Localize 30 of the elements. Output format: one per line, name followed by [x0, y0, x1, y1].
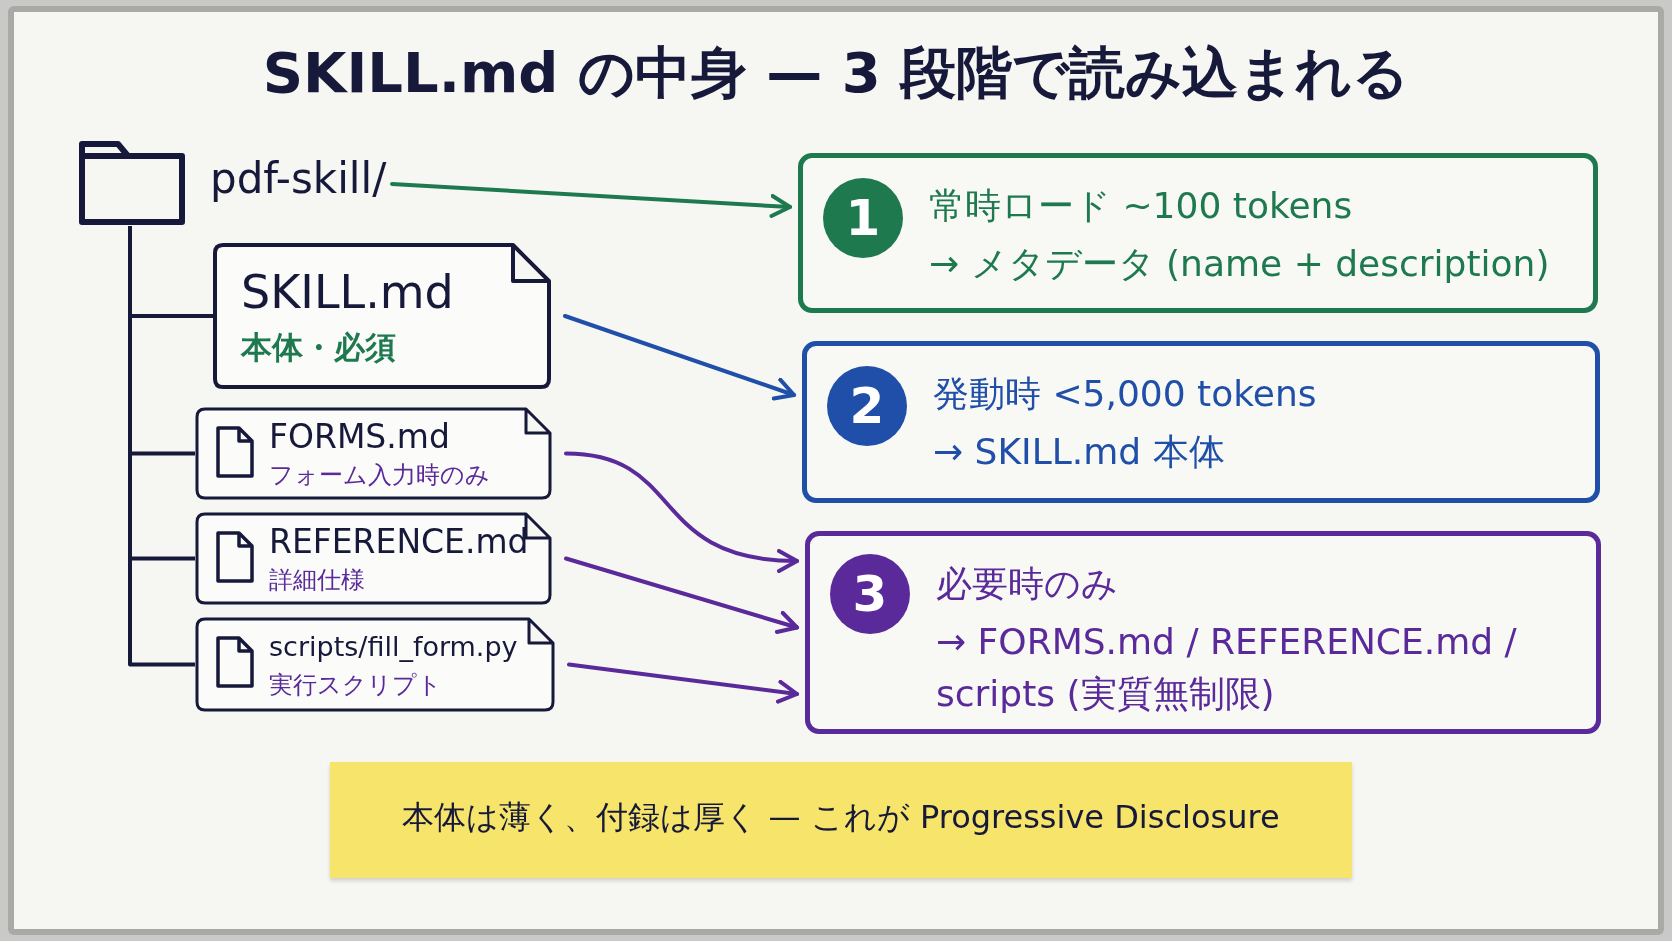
- file-note: 実行スクリプト: [269, 670, 442, 701]
- folder-name: pdf-skill/: [210, 154, 387, 203]
- arrow: [564, 556, 799, 634]
- file-note: 本体・必須: [241, 328, 396, 367]
- number-badge: 1: [823, 178, 903, 258]
- note-text: 本体は薄く、付録は厚く — これが Progressive Disclosure: [401, 797, 1281, 838]
- stage-heading: 必要時のみ: [936, 562, 1119, 606]
- file-name: scripts/fill_form.py: [269, 631, 518, 662]
- file-note: 詳細仕様: [269, 565, 365, 596]
- number-badge: 3: [830, 554, 910, 634]
- stage-detail: → メタデータ (name + description): [929, 242, 1551, 286]
- stage-detail: → SKILL.md 本体: [933, 430, 1226, 474]
- stage-heading: 常時ロード ~100 tokens: [929, 184, 1354, 228]
- stage-detail: → FORMS.md / REFERENCE.md / scripts (実質無制限): [936, 620, 1518, 716]
- title: SKILL.md の中身 — 3 段階で読み込まれる: [261, 39, 1411, 107]
- arrow: [564, 451, 799, 572]
- file-name: REFERENCE.md: [269, 522, 529, 561]
- tree-line: [128, 226, 195, 667]
- file-note: フォーム入力時のみ: [269, 460, 490, 491]
- number-badge: 2: [827, 366, 907, 446]
- arrow: [390, 182, 792, 218]
- stage-box: [798, 153, 1598, 313]
- stage-box: [802, 341, 1600, 503]
- stage-box: [805, 531, 1601, 734]
- sticky-note: [330, 762, 1352, 878]
- file-name: SKILL.md: [241, 265, 454, 319]
- stage-heading: 発動時 <5,000 tokens: [933, 372, 1318, 416]
- file-name: FORMS.md: [269, 417, 450, 456]
- arrow: [563, 314, 796, 401]
- arrow: [567, 662, 799, 704]
